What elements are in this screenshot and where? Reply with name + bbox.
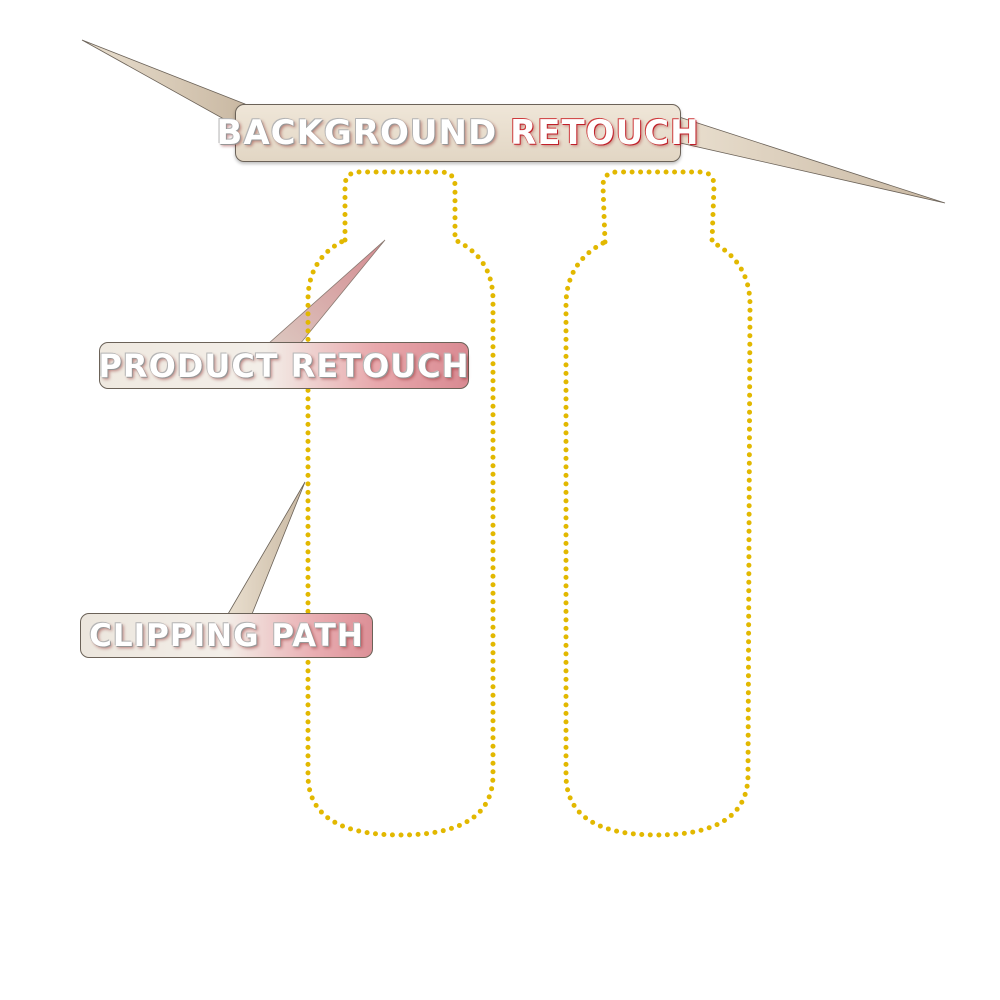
label-word: PRODUCT	[98, 346, 279, 385]
clipping-pointer	[227, 481, 306, 615]
background-retouch-label: BACKGROUND RETOUCH	[216, 104, 699, 162]
product-pointer	[266, 239, 386, 345]
clipping-path-right-bottle	[563, 169, 753, 838]
label-word: RETOUCH	[510, 113, 700, 153]
clipping-path-label: CLIPPING PATH	[80, 613, 373, 658]
label-word: PATH	[271, 617, 364, 654]
background-pointer-right	[675, 115, 946, 204]
label-word: BACKGROUND	[216, 113, 498, 153]
clipping-path-left-bottle	[305, 169, 496, 838]
label-word: CLIPPING	[89, 617, 260, 654]
product-retouch-label: PRODUCT RETOUCH	[98, 342, 470, 389]
label-word: RETOUCH	[290, 346, 470, 385]
